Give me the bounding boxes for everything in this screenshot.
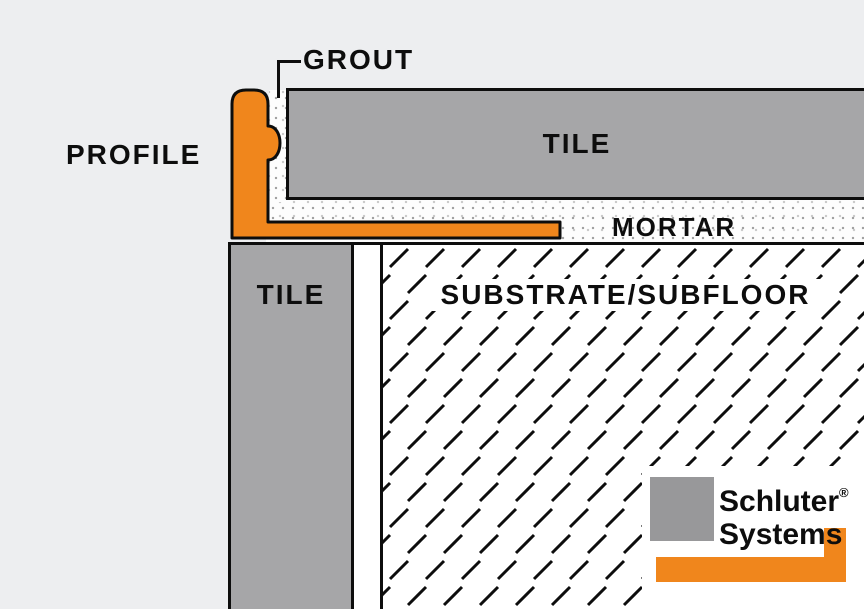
mortar-label: MORTAR (612, 212, 737, 242)
logo-wordmark-line1: Schluter® (719, 486, 849, 517)
profile-label: PROFILE (66, 139, 202, 170)
mortar-joint-vertical (354, 245, 380, 609)
tile-left: TILE (228, 242, 354, 609)
tile-left-label: TILE (256, 279, 326, 310)
profile-shape (230, 88, 562, 240)
grout-pointer-line (277, 60, 301, 98)
logo-name: Schluter (719, 485, 840, 518)
tile-top-label: TILE (542, 128, 612, 159)
logo-orange-corner-bar (656, 557, 846, 582)
schluter-logo: Schluter® Systems (642, 466, 864, 609)
substrate-label: SUBSTRATE/SUBFLOOR (430, 279, 821, 311)
registered-mark-icon: ® (839, 485, 849, 500)
logo-wordmark-line2: Systems (719, 518, 843, 551)
tile-top: TILE (286, 88, 864, 200)
grout-label: GROUT (303, 44, 415, 75)
logo-gray-square (650, 477, 714, 541)
